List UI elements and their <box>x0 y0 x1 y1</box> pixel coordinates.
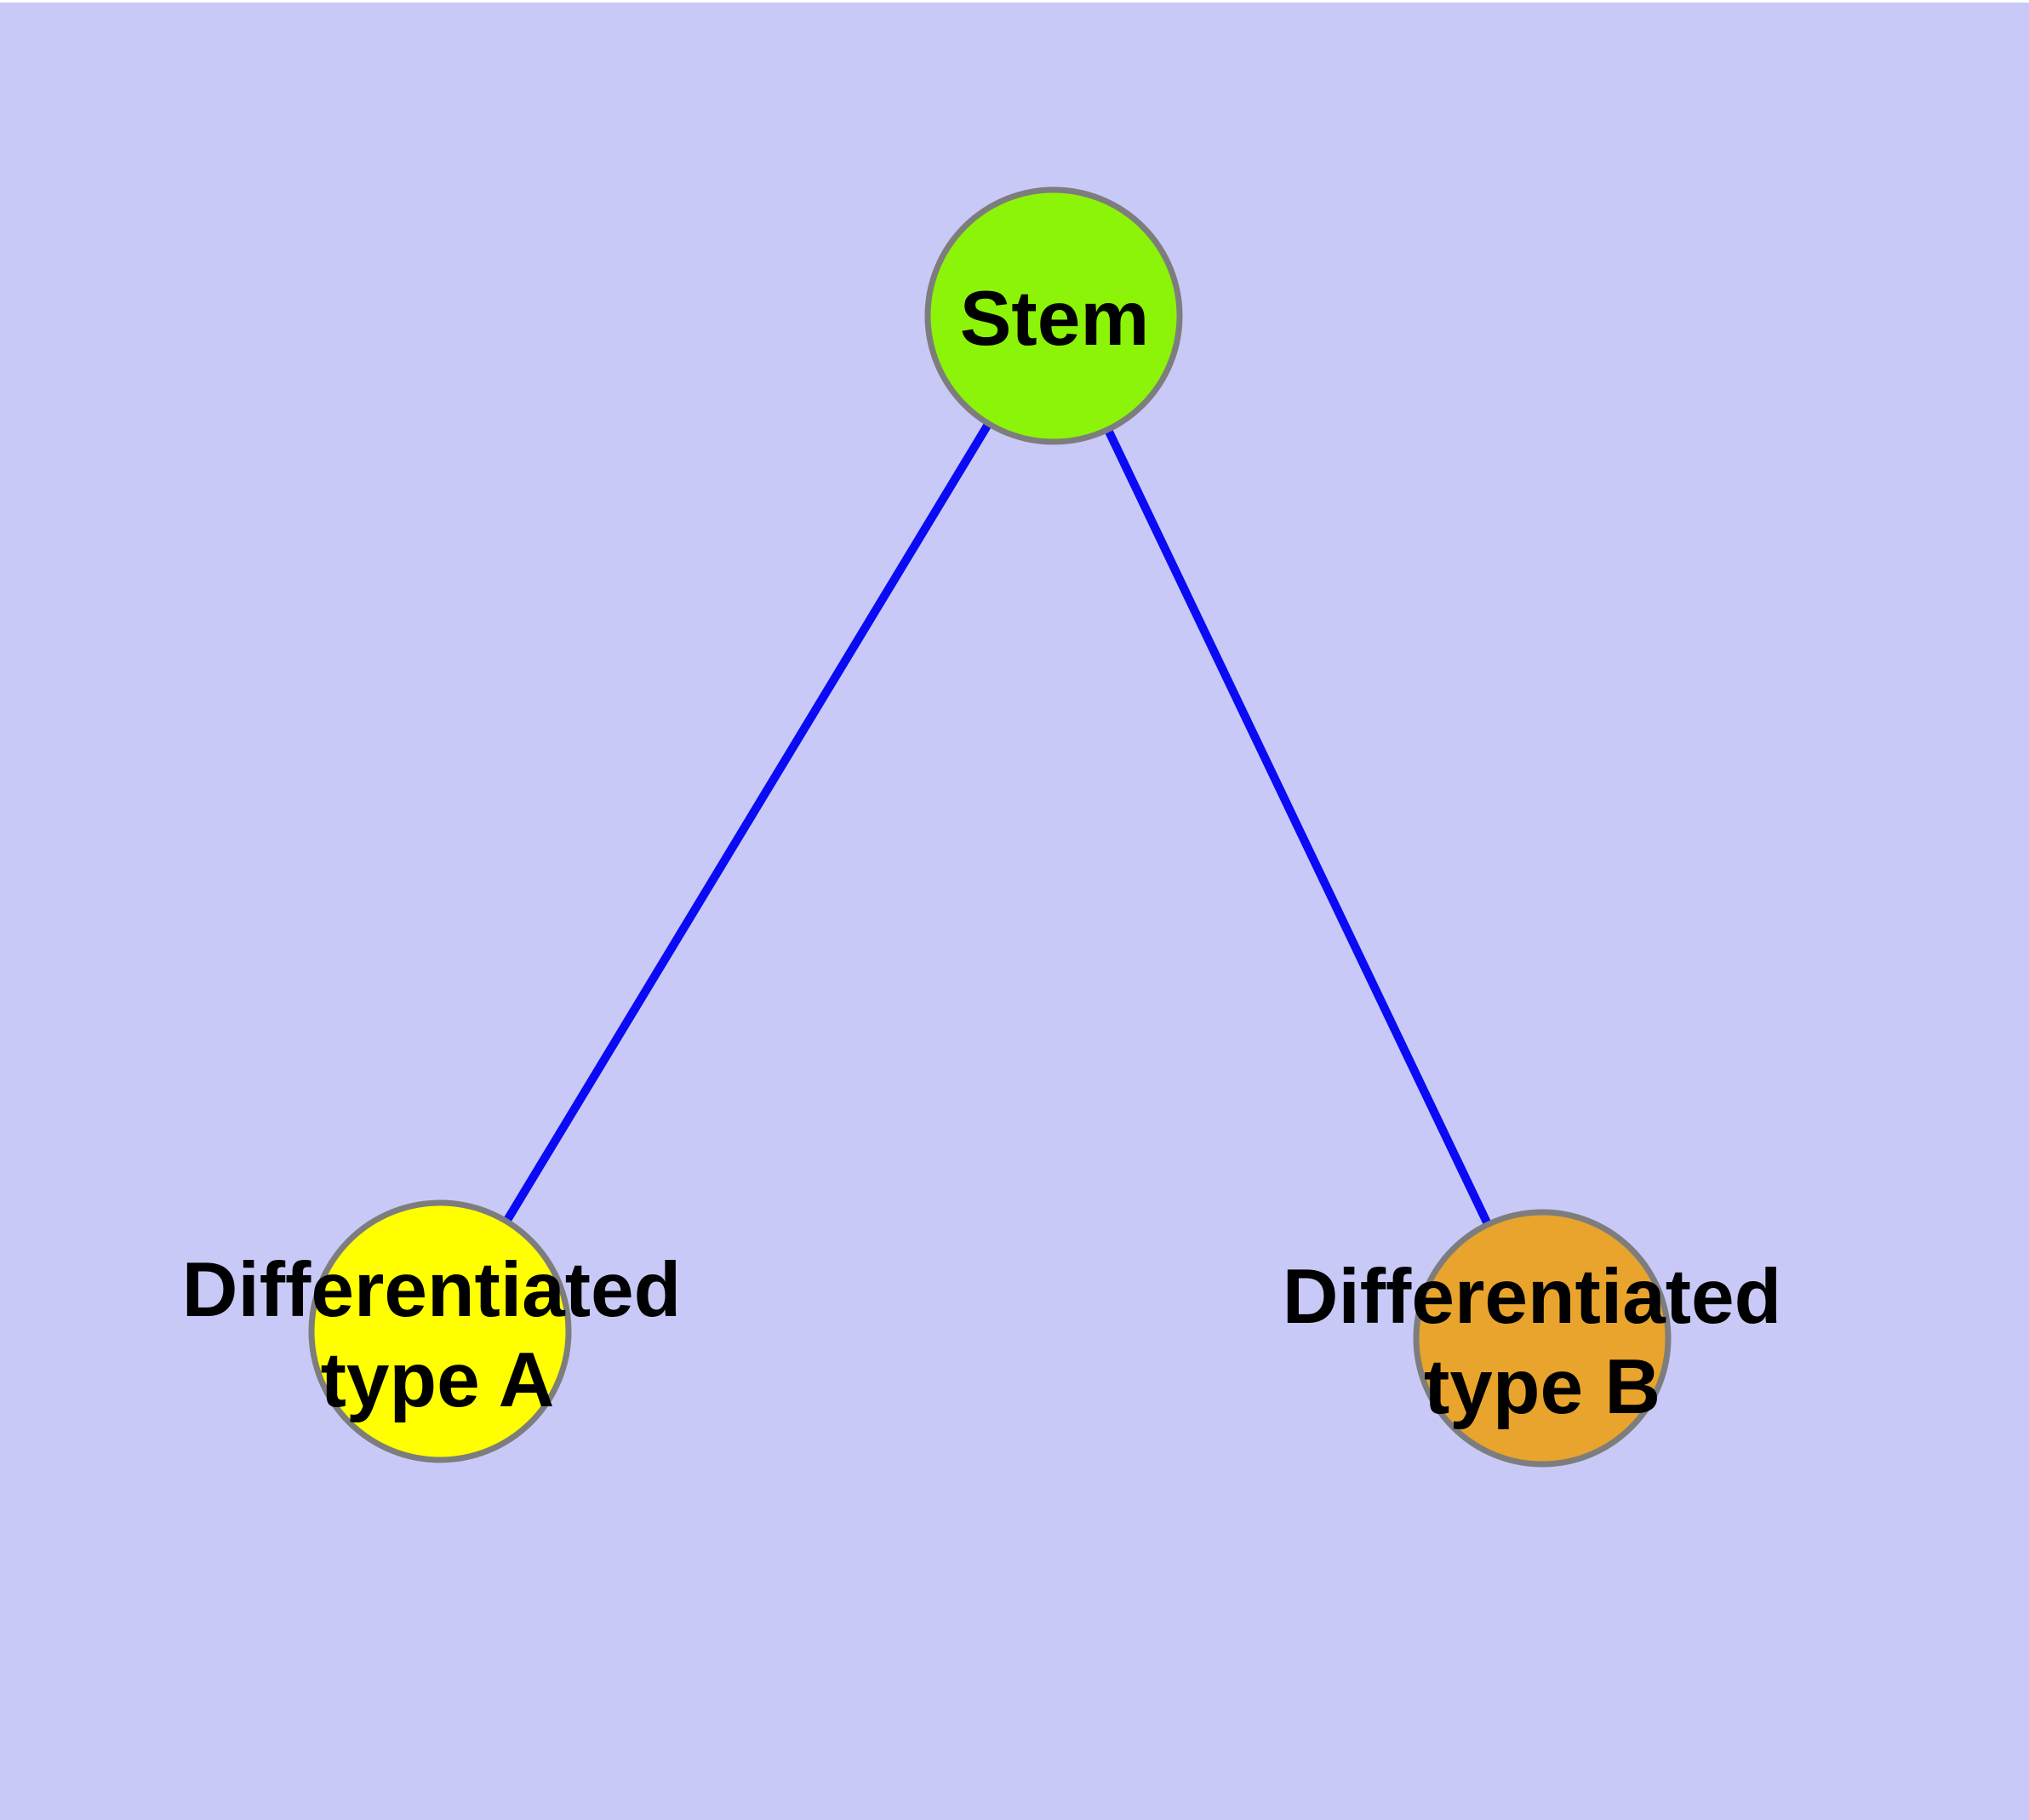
edge-stem-to-type-b <box>1049 313 1546 1341</box>
node-stem-label: Stem <box>960 276 1150 362</box>
node-type-a-label-line-2: type A <box>321 1337 555 1423</box>
node-type-a-label-line-1: Differentiated <box>182 1247 682 1333</box>
top-margin-strip <box>0 0 2029 3</box>
node-differentiated-type-b <box>1413 1209 1672 1468</box>
node-stem <box>924 186 1183 445</box>
edge-stem-to-type-a <box>436 313 1058 1334</box>
node-type-b-label-line-2: type B <box>1424 1344 1660 1430</box>
node-differentiated-type-a <box>308 1199 572 1463</box>
node-type-b-label-line-1: Differentiated <box>1283 1254 1782 1340</box>
